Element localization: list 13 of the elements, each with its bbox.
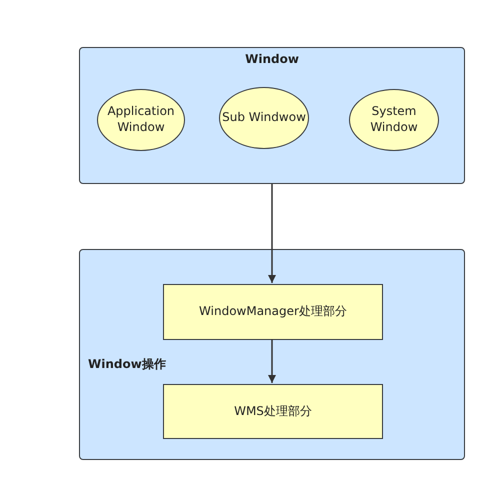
node-label: WMS处理部分: [234, 404, 312, 420]
node-label: WindowManager处理部分: [199, 304, 347, 320]
process-box: [163, 384, 383, 439]
group-container: [79, 249, 465, 460]
process-box: [163, 284, 383, 340]
node-label: Sub Windwow: [222, 110, 306, 126]
group-container: [79, 47, 465, 184]
arrow: [268, 184, 276, 283]
node-label: System Window: [369, 104, 419, 136]
node-label: Application Window: [106, 104, 176, 136]
arrow: [268, 339, 276, 383]
group-title: Window操作: [88, 356, 166, 373]
group-title: Window: [244, 52, 300, 66]
